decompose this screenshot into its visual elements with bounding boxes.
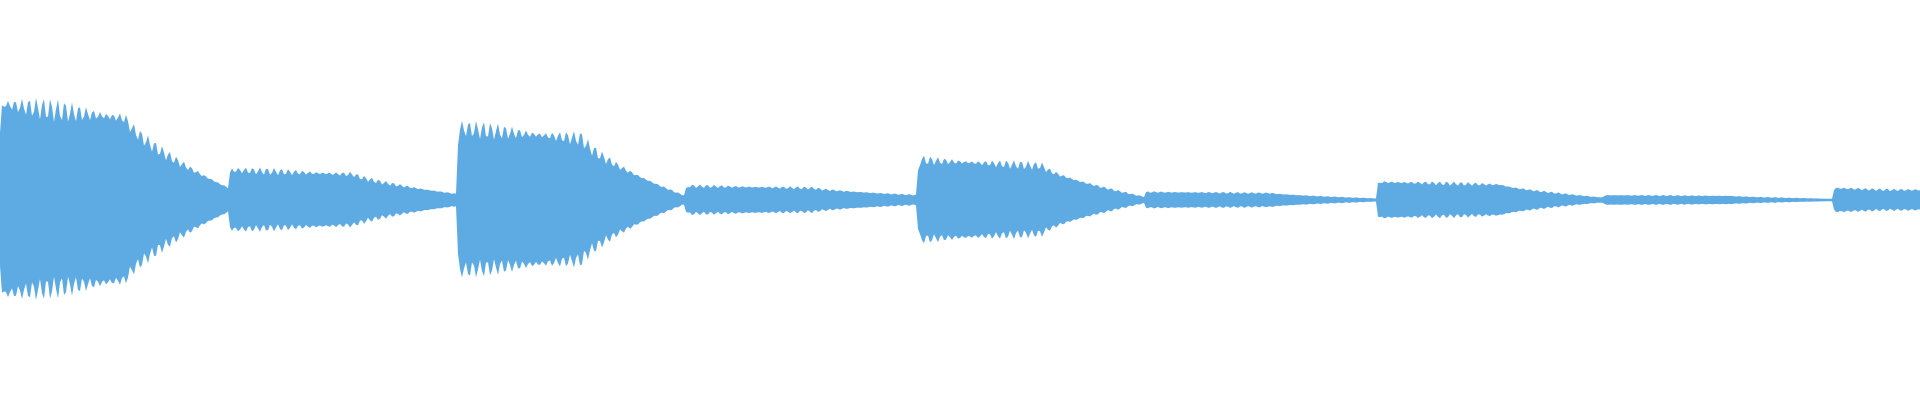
waveform-shape xyxy=(0,97,1920,301)
